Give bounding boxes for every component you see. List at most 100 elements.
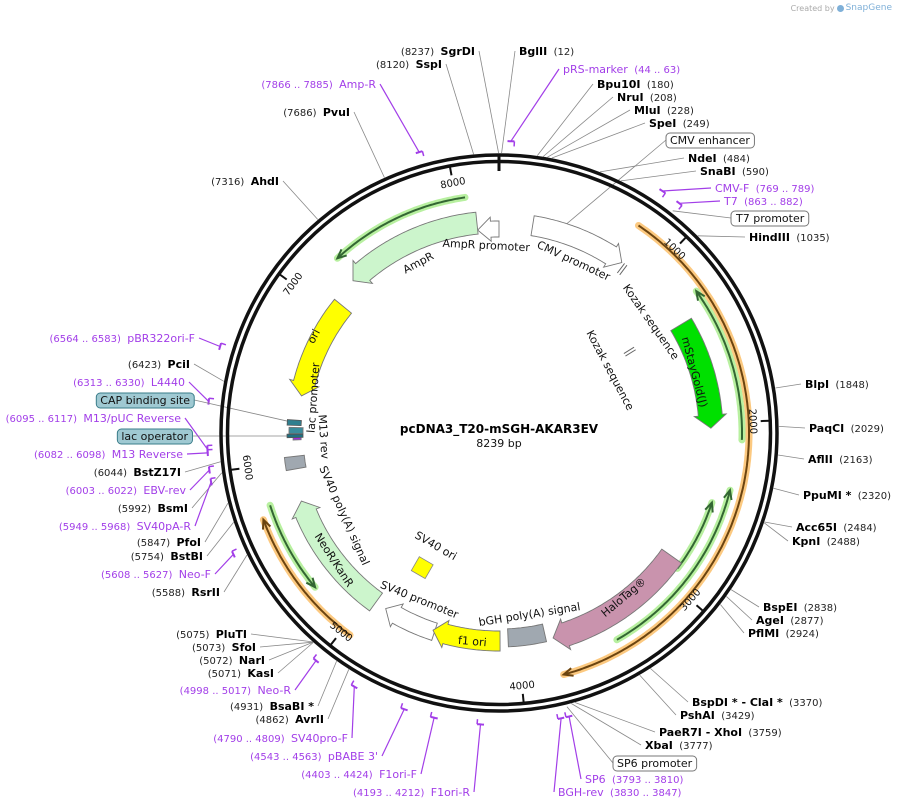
site-label[interactable]: (6423) PciI: [128, 358, 190, 371]
site-label[interactable]: PflMI (2924): [748, 627, 819, 640]
site-label[interactable]: CMV enhancer: [670, 134, 750, 147]
feature-callout-cmv-enhancer[interactable]: CMV enhancer: [665, 132, 755, 149]
enzyme-site-bpu10i[interactable]: Bpu10I (180): [597, 78, 674, 91]
site-label[interactable]: (5754) BstBI: [131, 550, 203, 563]
primer-l4440[interactable]: (6313 .. 6330) L4440: [73, 376, 185, 389]
orf-arc[interactable]: [259, 516, 354, 639]
feature-neor-kanr[interactable]: [291, 500, 384, 612]
site-label[interactable]: (5073) SfoI: [192, 641, 256, 654]
primer-amp-r[interactable]: (7866 .. 7885) Amp-R: [261, 78, 376, 91]
orf-arc[interactable]: [613, 486, 734, 644]
site-label[interactable]: (5847) PfoI: [137, 536, 201, 549]
site-label[interactable]: AflII (2163): [808, 453, 873, 466]
site-label[interactable]: lac operator: [121, 430, 188, 443]
site-label[interactable]: T7 (863 .. 882): [723, 195, 803, 208]
enzyme-site-ndei[interactable]: NdeI (484): [688, 152, 750, 165]
orf-arc[interactable]: [333, 193, 469, 262]
site-label[interactable]: XbaI (3777): [645, 739, 713, 752]
enzyme-site-pcii[interactable]: (6423) PciI: [128, 358, 190, 371]
primer-m13-puc-reverse[interactable]: (6095 .. 6117) M13/pUC Reverse: [6, 412, 182, 425]
site-label[interactable]: NdeI (484): [688, 152, 750, 165]
site-label[interactable]: MluI (228): [634, 104, 694, 117]
feature-cap-binding-site[interactable]: [286, 419, 302, 427]
site-label[interactable]: (7686) PvuI: [283, 106, 350, 119]
primer-m13-reverse[interactable]: (6082 .. 6098) M13 Reverse: [34, 448, 183, 461]
primer-cmv-f[interactable]: CMV-F (769 .. 789): [715, 182, 815, 195]
enzyme-site-sgrdi[interactable]: (8237) SgrDI: [401, 45, 475, 58]
site-label[interactable]: (7866 .. 7885) Amp-R: [261, 78, 376, 91]
kozak-mark[interactable]: [625, 349, 636, 357]
feature-mstaygold-j[interactable]: [670, 317, 728, 429]
enzyme-site-paqci[interactable]: PaqCI (2029): [809, 422, 884, 435]
site-label[interactable]: T7 promoter: [735, 212, 805, 225]
kozak-mark[interactable]: [616, 263, 625, 274]
site-label[interactable]: SP6 (3793 .. 3810): [585, 773, 683, 786]
enzyme-site-snabi[interactable]: SnaBI (590): [700, 165, 769, 178]
primer-f1ori-r[interactable]: (4193 .. 4212) F1ori-R: [353, 786, 470, 799]
enzyme-site-bstbi[interactable]: (5754) BstBI: [131, 550, 203, 563]
enzyme-site-ppumi[interactable]: PpuMI * (2320): [803, 489, 891, 502]
enzyme-site-nrui[interactable]: NruI (208): [617, 91, 677, 104]
enzyme-site-mlui[interactable]: MluI (228): [634, 104, 694, 117]
enzyme-site-bsabi[interactable]: (4931) BsaBI *: [230, 700, 314, 713]
primer-sv40pa-r[interactable]: (5949 .. 5968) SV40pA-R: [59, 520, 192, 533]
feature-ampr-promoter[interactable]: [477, 216, 500, 243]
feature-label-kozak-2[interactable]: Kozak sequence: [584, 328, 637, 413]
primer-ebv-rev[interactable]: (6003 .. 6022) EBV-rev: [66, 484, 187, 497]
orf-arc[interactable]: [266, 501, 319, 591]
site-label[interactable]: SnaBI (590): [700, 165, 769, 178]
site-label[interactable]: (4543 .. 4563) pBABE 3': [250, 750, 378, 763]
site-label[interactable]: BlpI (1848): [805, 378, 869, 391]
site-label[interactable]: SpeI (249): [649, 117, 710, 130]
site-label[interactable]: (5072) NarI: [199, 654, 265, 667]
site-label[interactable]: SP6 promoter: [617, 757, 693, 770]
primer-neo-r[interactable]: (4998 .. 5017) Neo-R: [180, 684, 292, 697]
enzyme-site-agei[interactable]: AgeI (2877): [756, 614, 824, 627]
site-label[interactable]: (6082 .. 6098) M13 Reverse: [34, 448, 183, 461]
site-label[interactable]: BglII (12): [519, 45, 574, 58]
feature-bgh-poly-a-signal[interactable]: [507, 623, 548, 648]
site-label[interactable]: (4998 .. 5017) Neo-R: [180, 684, 292, 697]
site-label[interactable]: BspEI (2838): [763, 601, 837, 614]
site-label[interactable]: Bpu10I (180): [597, 78, 674, 91]
site-label[interactable]: (5588) RsrII: [152, 586, 220, 599]
enzyme-site-avrii[interactable]: (4862) AvrII: [255, 713, 324, 726]
site-label[interactable]: (5949 .. 5968) SV40pA-R: [59, 520, 192, 533]
feature-sv40-poly-a-signal[interactable]: [283, 454, 307, 472]
feature-label-ori[interactable]: ori: [305, 327, 323, 346]
site-label[interactable]: AgeI (2877): [756, 614, 824, 627]
orf-arc[interactable]: [673, 499, 716, 572]
site-label[interactable]: (5608 .. 5627) Neo-F: [101, 568, 211, 581]
site-label[interactable]: (8237) SgrDI: [401, 45, 475, 58]
site-label[interactable]: (4790 .. 4809) SV40pro-F: [213, 732, 348, 745]
primer-neo-f[interactable]: (5608 .. 5627) Neo-F: [101, 568, 211, 581]
feature-callout-lac-operator[interactable]: lac operator: [116, 428, 193, 445]
enzyme-site-rsrii[interactable]: (5588) RsrII: [152, 586, 220, 599]
enzyme-site-aflii[interactable]: AflII (2163): [808, 453, 873, 466]
site-label[interactable]: (6564 .. 6583) pBR322ori-F: [49, 332, 195, 345]
enzyme-site-kasi[interactable]: (5071) KasI: [208, 667, 274, 680]
feature-ori[interactable]: [288, 298, 353, 397]
site-label[interactable]: (4862) AvrII: [255, 713, 324, 726]
primer-pbabe-3[interactable]: (4543 .. 4563) pBABE 3': [250, 750, 378, 763]
site-label[interactable]: PpuMI * (2320): [803, 489, 891, 502]
site-label[interactable]: (7316) AhdI: [211, 175, 279, 188]
enzyme-site-bspei[interactable]: BspEI (2838): [763, 601, 837, 614]
enzyme-site-bstz17i[interactable]: (6044) BstZ17I: [94, 466, 181, 479]
enzyme-site-pluti[interactable]: (5075) PluTI: [176, 628, 247, 641]
site-label[interactable]: (8120) SspI: [376, 58, 442, 71]
site-label[interactable]: Acc65I (2484): [796, 521, 877, 534]
enzyme-site-sfoi[interactable]: (5073) SfoI: [192, 641, 256, 654]
feature-cmv-promoter[interactable]: [530, 215, 623, 268]
enzyme-site-ahdi[interactable]: (7316) AhdI: [211, 175, 279, 188]
site-label[interactable]: BspDI * - ClaI * (3370): [692, 696, 822, 709]
primer-sv40pro-f[interactable]: (4790 .. 4809) SV40pro-F: [213, 732, 348, 745]
enzyme-site-pfoi[interactable]: (5847) PfoI: [137, 536, 201, 549]
orf-arc[interactable]: [692, 287, 746, 444]
site-label[interactable]: (6313 .. 6330) L4440: [73, 376, 185, 389]
feature-f1-ori[interactable]: [432, 619, 501, 652]
enzyme-site-acc65i[interactable]: Acc65I (2484): [796, 521, 877, 534]
enzyme-site-nari[interactable]: (5072) NarI: [199, 654, 265, 667]
site-label[interactable]: (6095 .. 6117) M13/pUC Reverse: [6, 412, 182, 425]
site-label[interactable]: HindIII (1035): [749, 231, 830, 244]
